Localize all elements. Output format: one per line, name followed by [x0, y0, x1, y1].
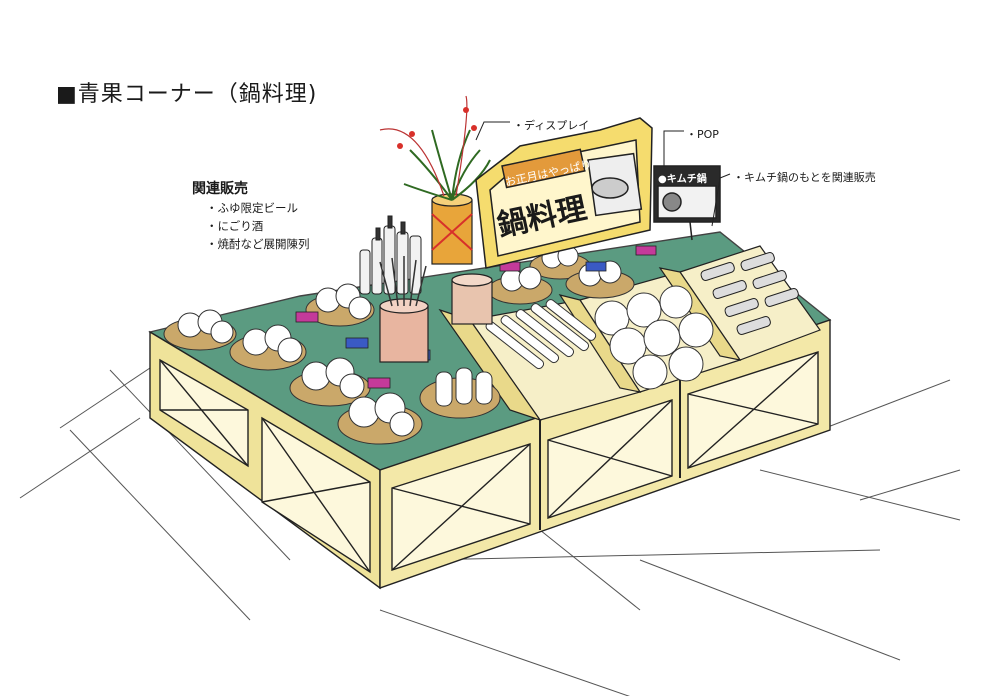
signboard	[475, 117, 653, 269]
floor-grid	[19, 347, 961, 696]
utensils	[379, 256, 427, 307]
callout-lines	[475, 121, 731, 227]
related-item: ・焼酎など展開陳列	[206, 237, 310, 251]
cabbages	[594, 285, 714, 390]
related-sales-heading: 関連販売	[192, 181, 248, 197]
bottles	[359, 215, 422, 295]
related-item: ・にごり酒	[206, 219, 264, 233]
callout-kimchi: ・キムチ鍋のもとを関連販売	[733, 171, 876, 184]
related-item: ・ふゆ限定ビール	[206, 201, 298, 215]
kimchi-packs	[700, 252, 799, 335]
page-title: ■青果コーナー（鍋料理)	[56, 82, 318, 107]
pop-card-text: ●キムチ鍋	[658, 172, 707, 185]
new-year-plant	[379, 95, 491, 201]
callout-pop: ・POP	[686, 128, 719, 141]
callout-display: ・ディスプレイ	[513, 119, 590, 132]
leeks	[485, 299, 597, 370]
